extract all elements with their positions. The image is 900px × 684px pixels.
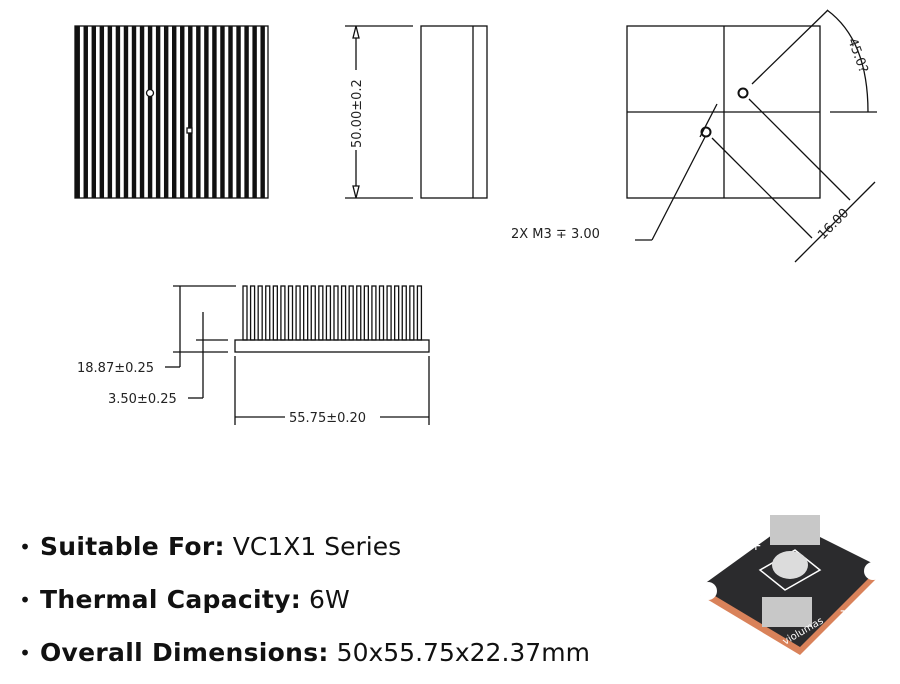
heatsink-technical-drawing: 50.00±0.2 45.0? 16.00 2X M3 ∓ 3.00 1 bbox=[74, 9, 877, 426]
fin bbox=[416, 285, 423, 341]
fin-stripe bbox=[115, 26, 121, 198]
fin bbox=[280, 285, 286, 341]
fin-stripe bbox=[196, 26, 201, 198]
fin-stripe bbox=[220, 26, 225, 198]
fin-stripe bbox=[236, 26, 241, 198]
fin bbox=[394, 285, 400, 341]
plus-mark: + bbox=[750, 538, 762, 554]
fin bbox=[325, 285, 332, 341]
bullet-icon: • bbox=[19, 640, 31, 665]
minus-mark: - bbox=[840, 603, 845, 619]
spec-value: VC1X1 Series bbox=[232, 532, 402, 561]
fin bbox=[303, 285, 309, 341]
fin bbox=[272, 285, 278, 341]
fin bbox=[310, 285, 316, 341]
fin bbox=[257, 285, 263, 341]
side-view: 50.00±0.2 bbox=[345, 25, 488, 199]
fin bbox=[348, 285, 354, 341]
spec-label: Suitable For: bbox=[40, 532, 225, 561]
fin bbox=[265, 285, 271, 341]
fin bbox=[356, 285, 362, 341]
fin bbox=[371, 285, 377, 341]
spec-suitable-for: • Suitable For:VC1X1 Series bbox=[10, 520, 590, 573]
fin-stripe bbox=[228, 26, 233, 198]
led-module-image: + - violumas bbox=[699, 515, 882, 655]
fin bbox=[287, 285, 294, 341]
fin-stripe bbox=[172, 26, 177, 198]
front-view: 18.87±0.25 3.50±0.25 55.75±0.20 bbox=[77, 285, 430, 426]
bottom-view: 45.0? 16.00 2X M3 ∓ 3.00 bbox=[511, 9, 877, 263]
fin-stripe bbox=[212, 26, 217, 198]
fin bbox=[363, 285, 369, 341]
width-dimension: 55.75±0.20 bbox=[289, 411, 366, 426]
fin bbox=[386, 285, 392, 341]
fin-stripe bbox=[155, 26, 161, 198]
fin-stripe bbox=[75, 26, 80, 198]
fin-stripe bbox=[244, 26, 249, 198]
fin-stripe bbox=[147, 26, 153, 198]
spec-label: Overall Dimensions: bbox=[40, 638, 329, 667]
height-dimension: 50.00±0.2 bbox=[350, 79, 365, 148]
top-view bbox=[74, 25, 269, 199]
fin-stripe bbox=[204, 26, 209, 198]
fin-stripe bbox=[107, 26, 113, 198]
fin-stripe bbox=[91, 26, 97, 198]
fin bbox=[333, 285, 339, 341]
fin-stripe bbox=[252, 26, 257, 198]
spec-value: 6W bbox=[309, 585, 350, 614]
bullet-icon: • bbox=[19, 587, 31, 612]
fin-stripe bbox=[123, 26, 129, 198]
angle-dimension: 45.0? bbox=[844, 36, 870, 75]
fin bbox=[409, 285, 415, 341]
bullet-icon: • bbox=[19, 534, 31, 559]
fin bbox=[249, 285, 256, 341]
fin-stripe bbox=[139, 26, 145, 198]
fin bbox=[401, 285, 407, 341]
spec-list: • Suitable For:VC1X1 Series • Thermal Capa… bbox=[10, 520, 590, 679]
fin-height-dimension: 18.87±0.25 bbox=[77, 361, 154, 376]
fin-stripe bbox=[188, 26, 193, 198]
spec-thermal-capacity: • Thermal Capacity:6W bbox=[10, 573, 590, 626]
hole-note: 2X M3 ∓ 3.00 bbox=[511, 227, 600, 242]
spacing-dimension: 16.00 bbox=[815, 206, 852, 243]
fin bbox=[378, 285, 385, 341]
fin-stripe bbox=[83, 26, 88, 198]
fin-stripe bbox=[99, 26, 105, 198]
fin-stripe bbox=[131, 26, 137, 198]
fin bbox=[242, 285, 248, 341]
spec-overall-dimensions: • Overall Dimensions:50x55.75x22.37mm bbox=[10, 626, 590, 679]
fin-stripe bbox=[163, 26, 169, 198]
fin bbox=[318, 285, 324, 341]
spec-label: Thermal Capacity: bbox=[40, 585, 302, 614]
base-thickness-dimension: 3.50±0.25 bbox=[108, 392, 177, 407]
fin bbox=[340, 285, 347, 341]
spec-value: 50x55.75x22.37mm bbox=[336, 638, 590, 667]
fin-stripe bbox=[180, 26, 185, 198]
fin-stripe bbox=[260, 26, 265, 198]
fin bbox=[295, 285, 301, 341]
